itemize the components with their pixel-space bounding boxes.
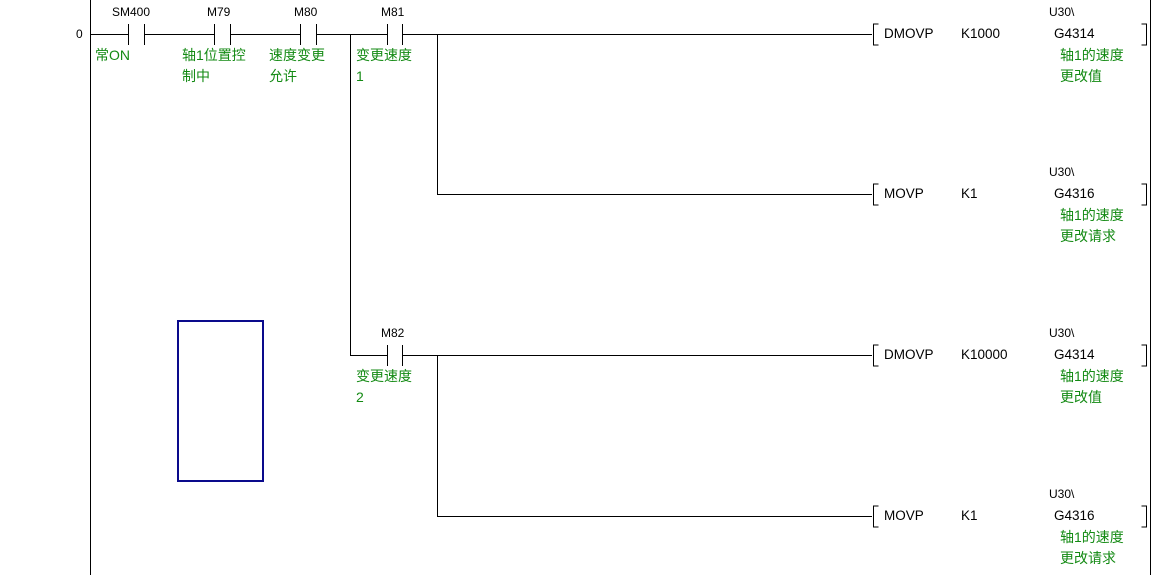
contact-m80-comment: 速度变更 允许 (269, 47, 325, 84)
instruction-dest[interactable]: G4316 (1054, 186, 1095, 201)
instruction-mnemonic[interactable]: MOVP (884, 186, 924, 201)
contact-m81-device[interactable]: M81 (381, 5, 405, 19)
instruction-dest[interactable]: G4314 (1054, 347, 1095, 362)
instruction-dest[interactable]: G4316 (1054, 508, 1095, 523)
contact-m82-device[interactable]: M82 (381, 326, 405, 340)
instruction-dest-prefix: U30\ (1049, 5, 1075, 19)
contact-m81-comment: 变更速度 1 (356, 47, 412, 84)
instruction-dest-comment: 轴1的速度 更改请求 (1060, 529, 1124, 566)
step-number: 0 (76, 27, 83, 41)
contact-m81-symbol (387, 24, 403, 45)
contact-m79-device[interactable]: M79 (207, 5, 231, 19)
instruction-dest-prefix: U30\ (1049, 165, 1075, 179)
instruction-source[interactable]: K1000 (961, 26, 1001, 41)
instruction-source[interactable]: K10000 (961, 347, 1008, 362)
contact-m80-symbol (300, 24, 317, 45)
instruction-bracket-left (873, 23, 879, 528)
contact-m82-symbol (387, 345, 403, 366)
contact-m79-symbol (214, 24, 231, 45)
contact-m80-device[interactable]: M80 (294, 5, 318, 19)
editor-cursor[interactable] (177, 320, 264, 482)
contact-sm400-comment: 常ON (95, 47, 130, 63)
instruction-mnemonic[interactable]: DMOVP (884, 26, 934, 41)
instruction-mnemonic[interactable]: DMOVP (884, 347, 934, 362)
instruction-bracket-right (1141, 23, 1147, 528)
instruction-dest-comment: 轴1的速度 更改请求 (1060, 207, 1124, 244)
contact-sm400-symbol (128, 24, 145, 45)
contact-sm400-device[interactable]: SM400 (112, 5, 151, 19)
instruction-source[interactable]: K1 (961, 186, 978, 201)
instruction-mnemonic[interactable]: MOVP (884, 508, 924, 523)
instruction-source[interactable]: K1 (961, 508, 978, 523)
contact-m82-comment: 变更速度 2 (356, 368, 412, 405)
contact-m79-comment: 轴1位置控 制中 (182, 47, 246, 84)
instruction-dest-prefix: U30\ (1049, 487, 1075, 501)
instruction-dest-comment: 轴1的速度 更改值 (1060, 47, 1124, 84)
instruction-dest-comment: 轴1的速度 更改值 (1060, 368, 1124, 405)
instruction-dest[interactable]: G4314 (1054, 26, 1095, 41)
instruction-dest-prefix: U30\ (1049, 326, 1075, 340)
